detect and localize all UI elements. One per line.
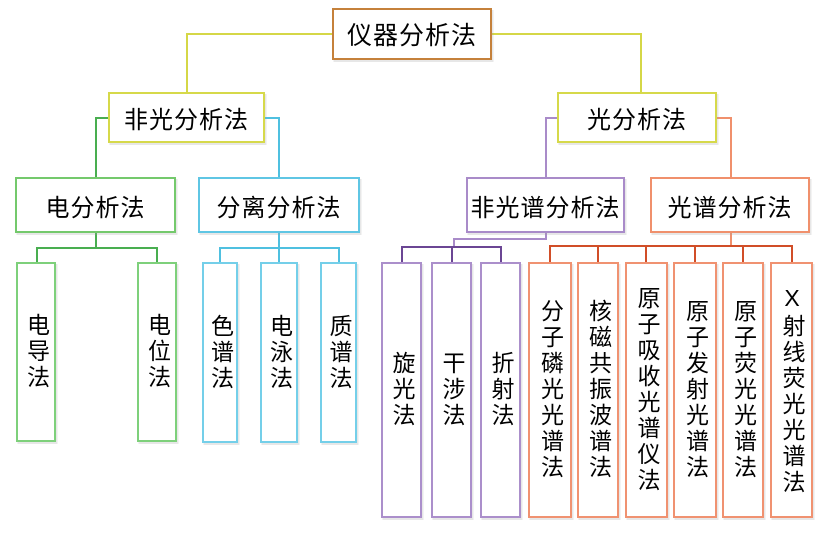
node-spectral-analysis: 光谱分析法 <box>650 177 810 233</box>
connector-separation-drop-1 <box>219 247 221 262</box>
connector-nonspectral-drop-2 <box>451 246 453 262</box>
connector-nonoptical-separation-jog <box>264 117 280 119</box>
node-optical-analysis: 光分析法 <box>557 92 717 143</box>
connector-electro-drop-1 <box>36 247 38 262</box>
connector-separation-drop-3 <box>338 247 340 262</box>
connector-optical-spectral-vertical <box>730 117 732 178</box>
connector-nonspectral-jog-vertical <box>453 238 455 248</box>
connector-nonoptical-separation-vertical <box>278 117 280 178</box>
connector-spectral-drop-2 <box>597 245 599 262</box>
connector-root-left-horizontal <box>186 33 332 35</box>
connector-spectral-drop-4 <box>694 245 696 262</box>
connector-nonspectral-stub <box>545 233 547 240</box>
node-separation-analysis: 分离分析法 <box>198 177 360 233</box>
leaf-atomic-emission-spectroscopy: 原子发射光谱法 <box>673 262 717 518</box>
connector-spectral-drop-3 <box>645 245 647 262</box>
leaf-nmr-spectroscopy: 核磁共振波谱法 <box>577 262 619 518</box>
leaf-electrophoresis: 电泳法 <box>260 262 298 443</box>
node-non-optical-analysis: 非光分析法 <box>108 92 265 143</box>
connector-electro-rail <box>36 247 158 249</box>
connector-nonspectral-jog-horizontal <box>453 238 547 240</box>
connector-optical-spectral-jog <box>715 117 732 119</box>
leaf-atomic-absorption-spectroscopy: 原子吸收光谱仪法 <box>625 262 668 518</box>
leaf-conductometry: 电导法 <box>16 262 56 442</box>
connector-nonoptical-electro-jog <box>95 117 109 119</box>
leaf-xray-fluorescence-spectroscopy: X射线荧光光谱法 <box>770 262 813 518</box>
connector-electro-stub <box>95 233 97 249</box>
leaf-mass-spectrometry: 质谱法 <box>320 262 357 443</box>
connector-root-right-vertical <box>640 33 642 94</box>
connector-electro-drop-2 <box>156 247 158 262</box>
connector-spectral-stub <box>730 233 732 247</box>
leaf-interferometry: 干涉法 <box>431 262 472 518</box>
node-root: 仪器分析法 <box>332 8 492 60</box>
connector-separation-stub <box>278 233 280 249</box>
node-electro-analysis: 电分析法 <box>15 177 176 233</box>
connector-spectral-drop-5 <box>742 245 744 262</box>
connector-nonspectral-drop-1 <box>401 246 403 262</box>
connector-root-right-horizontal <box>492 33 642 35</box>
connector-optical-nonspectral-jog <box>545 117 559 119</box>
leaf-molecular-phosphorescence-spectroscopy: 分子磷光光谱法 <box>528 262 572 518</box>
leaf-potentiometry: 电位法 <box>137 262 177 442</box>
connector-root-left-vertical <box>186 33 188 94</box>
connector-optical-nonspectral-vertical <box>545 117 547 178</box>
leaf-chromatography: 色谱法 <box>202 262 238 443</box>
connector-nonoptical-electro-vertical <box>95 117 97 178</box>
leaf-polarimetry: 旋光法 <box>381 262 422 518</box>
connector-spectral-drop-6 <box>791 245 793 262</box>
node-non-spectral-analysis: 非光谱分析法 <box>466 177 625 233</box>
connector-nonspectral-drop-3 <box>500 246 502 262</box>
connector-spectral-drop-1 <box>549 245 551 262</box>
connector-separation-drop-2 <box>278 247 280 262</box>
connector-spectral-rail <box>549 245 793 247</box>
leaf-atomic-fluorescence-spectroscopy: 原子荧光光谱法 <box>722 262 764 518</box>
leaf-refractometry: 折射法 <box>480 262 521 518</box>
